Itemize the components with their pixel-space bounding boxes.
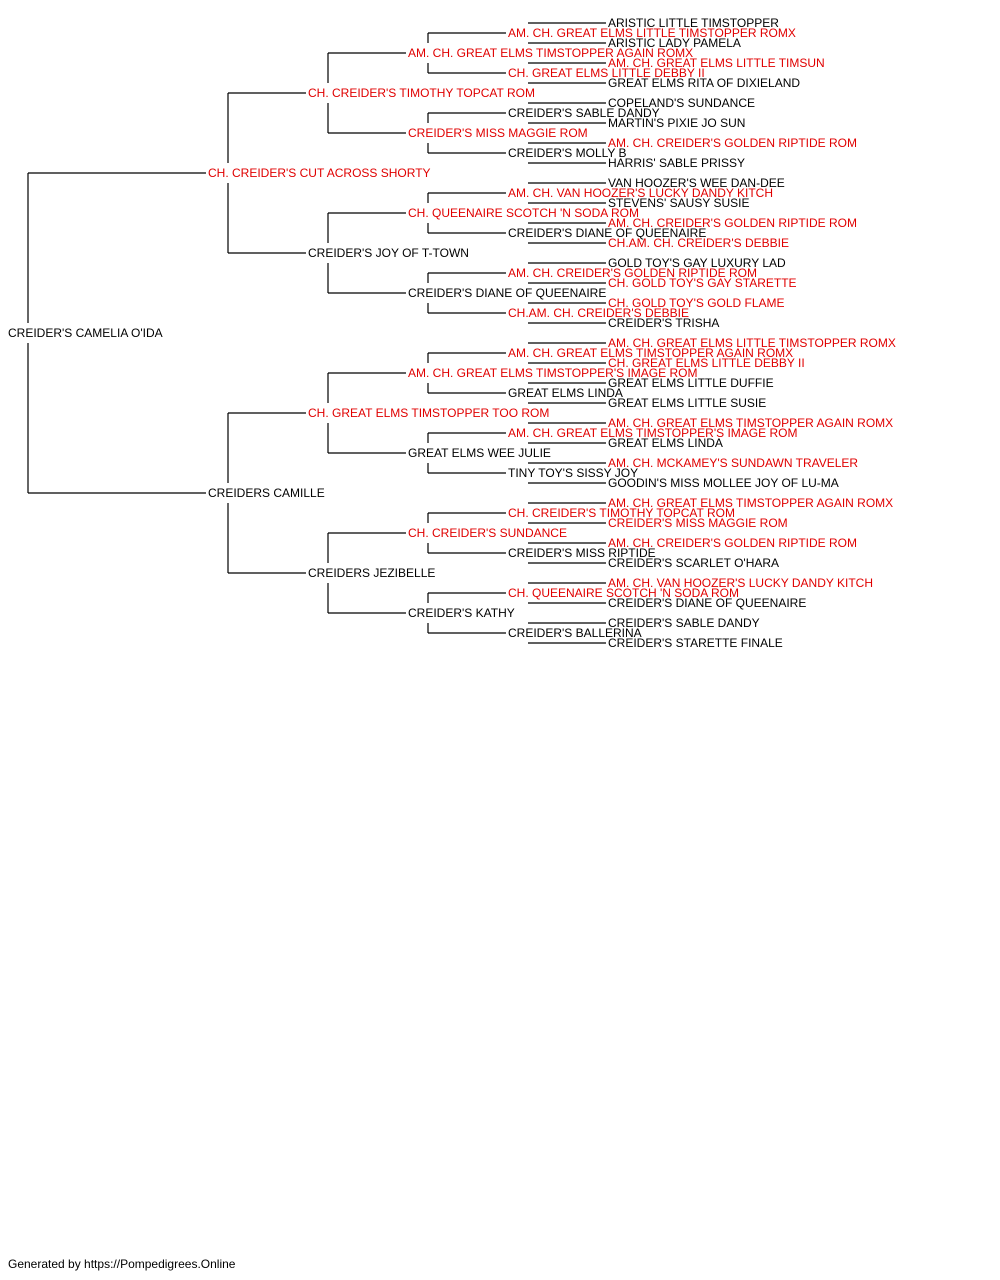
ancestor-name: AM. CH. GREAT ELMS TIMSTOPPER AGAIN ROMX: [608, 416, 894, 430]
ancestor-name: CH. GREAT ELMS LITTLE DEBBY II: [608, 356, 805, 370]
ancestor-name: CREIDER'S JOY OF T-TOWN: [308, 246, 469, 260]
ancestor-name: VAN HOOZER'S WEE DAN-DEE: [608, 176, 785, 190]
ancestor-name: AM. CH. GREAT ELMS TIMSTOPPER AGAIN ROMX: [408, 46, 694, 60]
ancestor-name: CREIDER'S SABLE DANDY: [508, 106, 660, 120]
ancestor-name: AM. CH. CREIDER'S GOLDEN RIPTIDE ROM: [608, 216, 857, 230]
ancestor-name: CREIDER'S BALLERINA: [508, 626, 642, 640]
ancestor-name: CH. CREIDER'S CUT ACROSS SHORTY: [208, 166, 431, 180]
ancestor-name: GOODIN'S MISS MOLLEE JOY OF LU-MA: [608, 476, 839, 490]
ancestor-name: CH. GOLD TOY'S GAY STARETTE: [608, 276, 797, 290]
ancestor-name: CREIDER'S MOLLY B: [508, 146, 627, 160]
ancestor-name: GOLD TOY'S GAY LUXURY LAD: [608, 256, 786, 270]
ancestor-name: GREAT ELMS WEE JULIE: [408, 446, 551, 460]
ancestor-name: GREAT ELMS LINDA: [508, 386, 623, 400]
ancestor-name: CH. CREIDER'S TIMOTHY TOPCAT ROM: [308, 86, 535, 100]
ancestor-name: CH. QUEENAIRE SCOTCH 'N SODA ROM: [508, 586, 739, 600]
ancestor-name: CH. GOLD TOY'S GOLD FLAME: [608, 296, 785, 310]
ancestor-name: HARRIS' SABLE PRISSY: [608, 156, 746, 170]
ancestor-name: CREIDER'S MISS MAGGIE ROM: [408, 126, 588, 140]
ancestor-name: GREAT ELMS RITA OF DIXIELAND: [608, 76, 801, 90]
ancestor-name: CH. QUEENAIRE SCOTCH 'N SODA ROM: [408, 206, 639, 220]
ancestor-name: CREIDER'S DIANE OF QUEENAIRE: [508, 226, 707, 240]
ancestor-name: AM. CH. VAN HOOZER'S LUCKY DANDY KITCH: [608, 576, 874, 590]
ancestor-name: CREIDER'S KATHY: [408, 606, 515, 620]
ancestor-name: CH. GREAT ELMS LITTLE DEBBY II: [508, 66, 705, 80]
ancestor-name: AM. CH. GREAT ELMS TIMSTOPPER AGAIN ROMX: [608, 496, 894, 510]
ancestor-name: AM. CH. GREAT ELMS LITTLE TIMSTOPPER ROM…: [508, 26, 796, 40]
ancestor-name: CREIDER'S DIANE OF QUEENAIRE: [408, 286, 607, 300]
ancestor-name: AM. CH. CREIDER'S GOLDEN RIPTIDE ROM: [608, 536, 857, 550]
ancestor-name: CREIDER'S MISS RIPTIDE: [508, 546, 656, 560]
ancestor-name: CREIDER'S SCARLET O'HARA: [608, 556, 780, 570]
ancestor-name: GREAT ELMS LITTLE DUFFIE: [608, 376, 774, 390]
ancestor-name: COPELAND'S SUNDANCE: [608, 96, 755, 110]
ancestor-name: AM. CH. CREIDER'S GOLDEN RIPTIDE ROM: [608, 136, 857, 150]
ancestor-name: CH. CREIDER'S SUNDANCE: [408, 526, 567, 540]
ancestor-name: CH. GREAT ELMS TIMSTOPPER TOO ROM: [308, 406, 550, 420]
ancestor-name: CREIDER'S TRISHA: [608, 316, 720, 330]
ancestor-name: CREIDER'S STARETTE FINALE: [608, 636, 783, 650]
ancestor-name: CREIDER'S DIANE OF QUEENAIRE: [608, 596, 807, 610]
ancestor-name: TINY TOY'S SISSY JOY: [508, 466, 639, 480]
ancestor-name: GREAT ELMS LITTLE SUSIE: [608, 396, 767, 410]
ancestor-name: STEVENS' SAUSY SUSIE: [608, 196, 750, 210]
ancestor-name: CREIDERS JEZIBELLE: [308, 566, 436, 580]
ancestor-name: AM. CH. GREAT ELMS TIMSTOPPER'S IMAGE RO…: [508, 426, 798, 440]
ancestor-name: AM. CH. GREAT ELMS TIMSTOPPER AGAIN ROMX: [508, 346, 794, 360]
ancestor-name: GREAT ELMS LINDA: [608, 436, 723, 450]
ancestor-name: CREIDER'S MISS MAGGIE ROM: [608, 516, 788, 530]
ancestor-name: CH. CREIDER'S TIMOTHY TOPCAT ROM: [508, 506, 735, 520]
ancestor-name: CH.AM. CH. CREIDER'S DEBBIE: [508, 306, 689, 320]
subject-dog-name: CREIDER'S CAMELIA O'IDA: [8, 326, 163, 340]
ancestor-name: MARTIN'S PIXIE JO SUN: [608, 116, 746, 130]
ancestor-name: AM. CH. CREIDER'S GOLDEN RIPTIDE ROM: [508, 266, 757, 280]
ancestor-name: AM. CH. VAN HOOZER'S LUCKY DANDY KITCH: [508, 186, 774, 200]
ancestor-name: ARISTIC LITTLE TIMSTOPPER: [608, 16, 779, 30]
ancestor-name: CREIDER'S SABLE DANDY: [608, 616, 760, 630]
ancestor-name: ARISTIC LADY PAMELA: [608, 36, 741, 50]
ancestor-name: AM. CH. GREAT ELMS LITTLE TIMSTOPPER ROM…: [608, 336, 896, 350]
generated-by-footer: Generated by https://Pompedigrees.Online: [8, 1257, 236, 1271]
ancestor-name: CREIDERS CAMILLE: [208, 486, 325, 500]
ancestor-name: AM. CH. GREAT ELMS LITTLE TIMSUN: [608, 56, 825, 70]
ancestor-name: CH.AM. CH. CREIDER'S DEBBIE: [608, 236, 789, 250]
ancestor-name: AM. CH. MCKAMEY'S SUNDAWN TRAVELER: [608, 456, 859, 470]
ancestor-name: AM. CH. GREAT ELMS TIMSTOPPER'S IMAGE RO…: [408, 366, 698, 380]
